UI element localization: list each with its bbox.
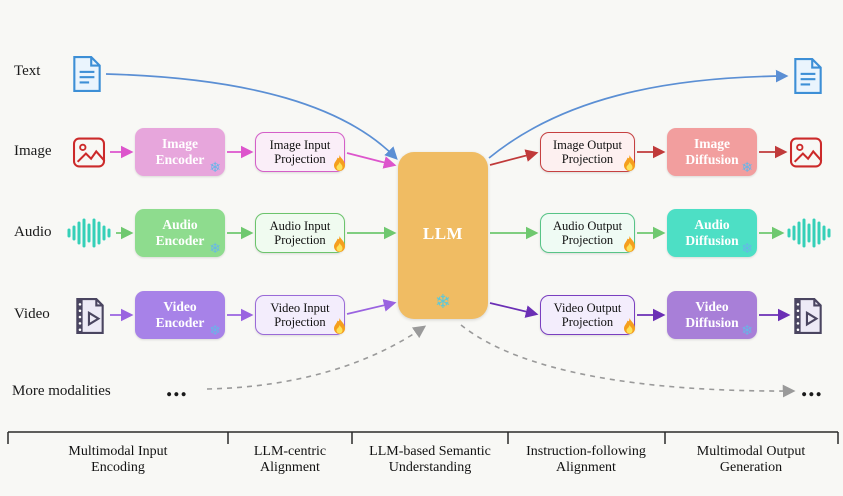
image-diffusion-label: Image Diffusion — [685, 135, 739, 167]
snowflake-icon: ❄ — [209, 159, 221, 176]
stage-axis — [7, 431, 839, 444]
video-input-projection-label: Video Input Projection — [270, 300, 330, 329]
video-input-projection-box: Video Input Projection — [255, 295, 345, 335]
stage-label-instruction-following-alignment: Instruction-following Alignment — [526, 444, 646, 476]
stage-label-multimodal-input-encoding: Multimodal Input Encoding — [68, 444, 168, 476]
text-document-icon — [791, 57, 825, 100]
audio-diffusion-box: Audio Diffusion ❄ — [667, 209, 757, 257]
audio-input-projection-label: Audio Input Projection — [269, 218, 331, 247]
llm-label: LLM — [422, 224, 464, 243]
more-modalities-dots-left: ... — [166, 375, 188, 402]
fire-icon — [332, 317, 347, 339]
audio-output-projection-box: Audio Output Projection — [540, 213, 635, 253]
fire-icon — [622, 235, 637, 257]
image-input-projection-box: Image Input Projection — [255, 132, 345, 172]
stage-label-llm-semantic-understanding: LLM-based Semantic Understanding — [369, 444, 491, 476]
arrow-llm-to-video-projection — [489, 302, 539, 318]
snowflake-icon: ❄ — [209, 322, 221, 339]
row-label-more-modalities: More modalities — [12, 383, 111, 399]
image-encoder-box: Image Encoder ❄ — [135, 128, 225, 176]
llm-box: LLM ❄ — [398, 152, 488, 319]
stage-label-llm-centric-alignment: LLM-centric Alignment — [253, 444, 327, 476]
video-diffusion-box: Video Diffusion ❄ — [667, 291, 757, 339]
fire-icon — [332, 154, 347, 176]
arrow-image-projection-to-llm — [346, 152, 397, 169]
snowflake-icon: ❄ — [741, 322, 753, 339]
picture-icon — [72, 137, 106, 173]
row-label-text: Text — [14, 63, 41, 79]
image-diffusion-box: Image Diffusion ❄ — [667, 128, 757, 176]
video-encoder-box: Video Encoder ❄ — [135, 291, 225, 339]
image-encoder-label: Image Encoder — [155, 135, 205, 167]
fire-icon — [622, 317, 637, 339]
image-input-projection-label: Image Input Projection — [269, 137, 331, 166]
image-output-projection-label: Image Output Projection — [552, 137, 623, 166]
video-output-projection-label: Video Output Projection — [553, 300, 622, 329]
snowflake-icon: ❄ — [741, 240, 753, 257]
text-document-icon — [70, 55, 104, 98]
snowflake-icon: ❄ — [435, 291, 451, 313]
stage-label-multimodal-output-generation: Multimodal Output Generation — [696, 444, 806, 476]
arrow-llm-to-image-projection — [489, 149, 539, 166]
row-label-audio: Audio — [14, 224, 52, 240]
snowflake-icon: ❄ — [209, 240, 221, 257]
audio-diffusion-label: Audio Diffusion — [685, 216, 739, 248]
audio-input-projection-box: Audio Input Projection — [255, 213, 345, 253]
arrow-video-projection-to-llm — [346, 299, 397, 315]
video-file-icon — [792, 297, 824, 340]
video-encoder-label: Video Encoder — [155, 298, 205, 330]
audio-encoder-box: Audio Encoder ❄ — [135, 209, 225, 257]
video-output-projection-box: Video Output Projection — [540, 295, 635, 335]
fire-icon — [332, 235, 347, 257]
snowflake-icon: ❄ — [741, 159, 753, 176]
picture-icon — [789, 137, 823, 173]
video-file-icon — [74, 297, 106, 340]
fire-icon — [622, 154, 637, 176]
waveform-icon — [786, 218, 832, 253]
image-output-projection-box: Image Output Projection — [540, 132, 635, 172]
audio-output-projection-label: Audio Output Projection — [552, 218, 623, 247]
video-diffusion-label: Video Diffusion — [685, 298, 739, 330]
arrow-more-to-llm — [206, 325, 427, 390]
row-label-video: Video — [14, 306, 50, 322]
audio-encoder-label: Audio Encoder — [155, 216, 205, 248]
row-label-image: Image — [14, 143, 52, 159]
more-modalities-dots-right: ... — [801, 375, 823, 402]
waveform-icon — [66, 218, 112, 253]
